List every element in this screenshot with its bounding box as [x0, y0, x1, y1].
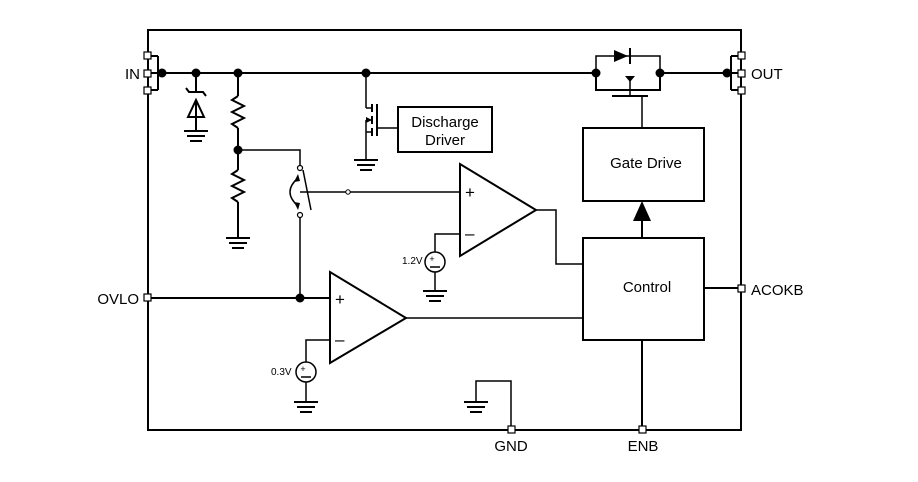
control-label: Control [623, 279, 671, 296]
body-diode [595, 48, 661, 73]
ground-symbol [423, 290, 447, 302]
output-transistor [595, 73, 661, 128]
reference-voltage-bottom: 0.3V [271, 367, 292, 378]
discharge-driver-label-line2: Driver [425, 132, 465, 149]
gate-drive-label: Gate Drive [610, 155, 682, 172]
junction-dot [295, 293, 305, 303]
resistor-top [229, 73, 247, 150]
in-pin-connector [143, 51, 159, 95]
selector-switch [238, 149, 351, 298]
ground-symbol [354, 159, 378, 171]
pin-label-out: OUT [751, 66, 783, 83]
ground-symbol [184, 130, 208, 142]
junction-dot [591, 68, 601, 78]
zener-diode [185, 73, 207, 131]
reference-voltage-top: 1.2V [402, 256, 423, 267]
control-to-gate-drive-arrow [633, 201, 651, 238]
svg-text:+: + [429, 254, 434, 264]
discharge-driver-block [397, 106, 493, 153]
enb-pin [638, 425, 647, 434]
junction-dot [157, 68, 167, 78]
resistor-bottom [229, 150, 247, 238]
voltage-source-1v2: + [424, 251, 446, 291]
comparator-top-minus-wire [434, 233, 460, 252]
comparator-bottom-plus: + [335, 290, 345, 309]
control-block [582, 237, 705, 341]
voltage-source-0v3: + [295, 361, 317, 402]
comparator-bottom-minus-wire [305, 339, 330, 362]
discharge-driver-label-line1: Discharge [411, 114, 479, 131]
pin-label-gnd: GND [494, 438, 528, 455]
discharge-transistor [365, 73, 398, 160]
pin-label-acokb: ACOKB [751, 282, 804, 299]
chip-outline [147, 29, 742, 431]
ovlo-pin [143, 293, 152, 302]
gate-drive-block [582, 127, 705, 202]
ground-symbol [294, 401, 318, 413]
out-pin-connector [730, 51, 746, 95]
acokb-pin [737, 284, 746, 293]
junction-dot [722, 68, 732, 78]
comparator-bottom-minus: – [335, 330, 345, 349]
comparator-top-minus: – [465, 224, 475, 243]
pin-label-in: IN [125, 66, 140, 83]
pin-label-ovlo: OVLO [97, 291, 139, 308]
ground-symbol [464, 380, 512, 430]
pin-label-enb: ENB [628, 438, 659, 455]
svg-text:+: + [300, 364, 305, 374]
comparator-top [459, 162, 538, 258]
comparator-top-output-wire [536, 209, 583, 265]
comparator-bottom [329, 270, 408, 365]
comparator-top-plus: + [465, 183, 475, 202]
ground-symbol [226, 237, 250, 249]
gnd-pin [507, 425, 516, 434]
